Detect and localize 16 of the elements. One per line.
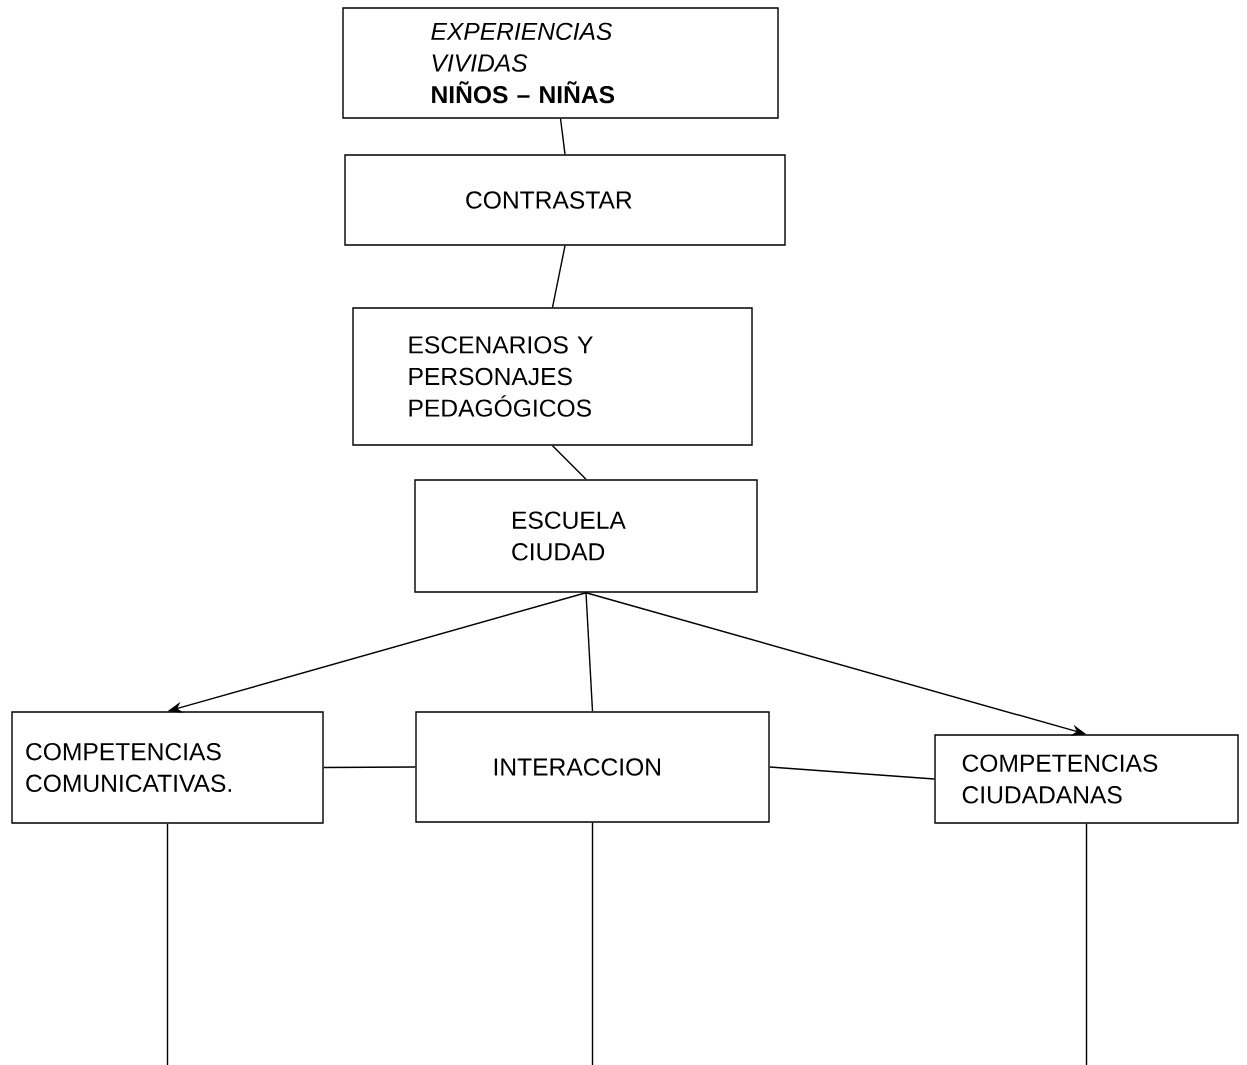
process-box: ESCENARIOS Y PERSONAJES PEDAGÓGICOS	[352, 307, 753, 446]
connector-line	[166, 823, 169, 1065]
connector-line	[551, 445, 587, 480]
process-box: COMPETENCIAS COMUNICATIVAS.	[11, 711, 324, 824]
connector-line	[559, 118, 566, 155]
connector-line	[1085, 823, 1088, 1065]
connector-line	[323, 766, 416, 769]
process-box: INTERACCION	[415, 711, 770, 823]
connector-line	[591, 822, 594, 1065]
process-box: EXPERIENCIAS VIVIDAS NIÑOS – NIÑAS	[342, 7, 779, 119]
connector-line	[769, 766, 935, 780]
connector-line	[585, 592, 594, 712]
process-box: COMPETENCIAS CIUDADANAS	[934, 734, 1239, 824]
process-box: ESCUELA CIUDAD	[414, 479, 758, 593]
process-box: CONTRASTAR	[344, 154, 786, 246]
connector-line	[551, 245, 566, 308]
